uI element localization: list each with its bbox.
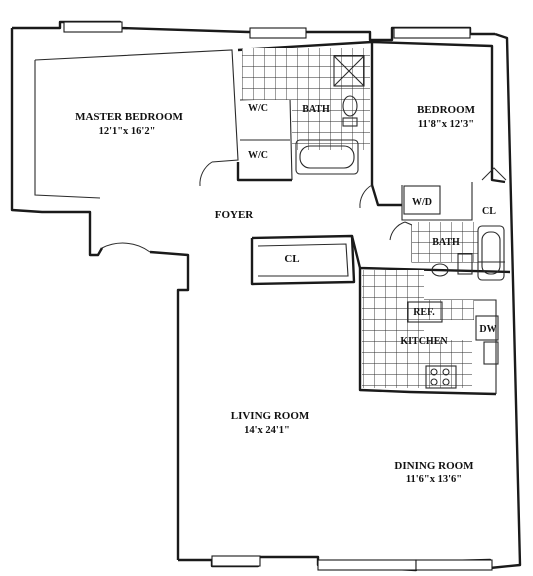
foyer-closet-label: CL xyxy=(284,253,299,265)
doors xyxy=(101,161,507,253)
bathtub-1 xyxy=(295,139,359,175)
shower-stall xyxy=(333,55,365,87)
walk-in-closet-2-label: W/C xyxy=(248,150,268,161)
dining-room-label: DINING ROOM xyxy=(394,460,474,472)
washer-dryer-box xyxy=(403,185,441,215)
kitchen-label: KITCHEN xyxy=(400,336,448,347)
door-bath-2 xyxy=(389,221,406,241)
dining-room-dims: 11'6"x 13'6" xyxy=(406,474,462,485)
stove xyxy=(425,365,457,389)
window-bath-top xyxy=(249,27,307,39)
living-room-label: LIVING ROOM xyxy=(231,410,310,422)
refrigerator-label: REF. xyxy=(413,307,435,318)
window-master-bedroom xyxy=(63,21,123,33)
bath-2-label: BATH xyxy=(432,237,460,248)
window-bedroom xyxy=(393,27,471,39)
fixtures xyxy=(295,55,505,389)
washer-dryer-label: W/D xyxy=(412,197,432,208)
door-entry xyxy=(101,242,151,253)
tiled-areas xyxy=(242,48,478,388)
toilet-2 xyxy=(457,253,473,275)
windows xyxy=(63,21,493,571)
dishwasher-box xyxy=(475,315,499,341)
master-bedroom-label: MASTER BEDROOM xyxy=(75,111,183,123)
door-bedroom-closet xyxy=(481,167,507,181)
living-room-dims: 14'x 24'1" xyxy=(244,425,290,436)
bath-1-tiles xyxy=(242,48,370,100)
window-dining-left xyxy=(415,559,493,571)
sink-kitchen xyxy=(483,341,499,365)
kitchen-tiles xyxy=(362,270,424,388)
bath-1-label: BATH xyxy=(302,104,330,115)
sink-2 xyxy=(431,263,449,277)
door-bedroom xyxy=(359,184,373,209)
window-dining-room xyxy=(317,559,417,571)
fridge-box xyxy=(407,301,443,323)
bedroom-label: BEDROOM xyxy=(417,104,476,116)
window-living-room xyxy=(211,555,261,567)
master-bedroom-dims: 12'1"x 16'2" xyxy=(99,126,156,137)
toilet-1 xyxy=(342,95,358,117)
walk-in-closet-1-label: W/C xyxy=(248,103,268,114)
foyer-label: FOYER xyxy=(215,209,255,221)
dishwasher-label: DW xyxy=(479,324,496,335)
bedroom-dims: 11'8"x 12'3" xyxy=(418,119,474,130)
bedroom-closet-label: CL xyxy=(482,206,496,217)
bath-2-tiles xyxy=(412,222,478,262)
kitchen-tiles-right xyxy=(424,300,474,320)
door-master-bedroom xyxy=(199,161,213,187)
bathtub-2 xyxy=(477,225,505,281)
